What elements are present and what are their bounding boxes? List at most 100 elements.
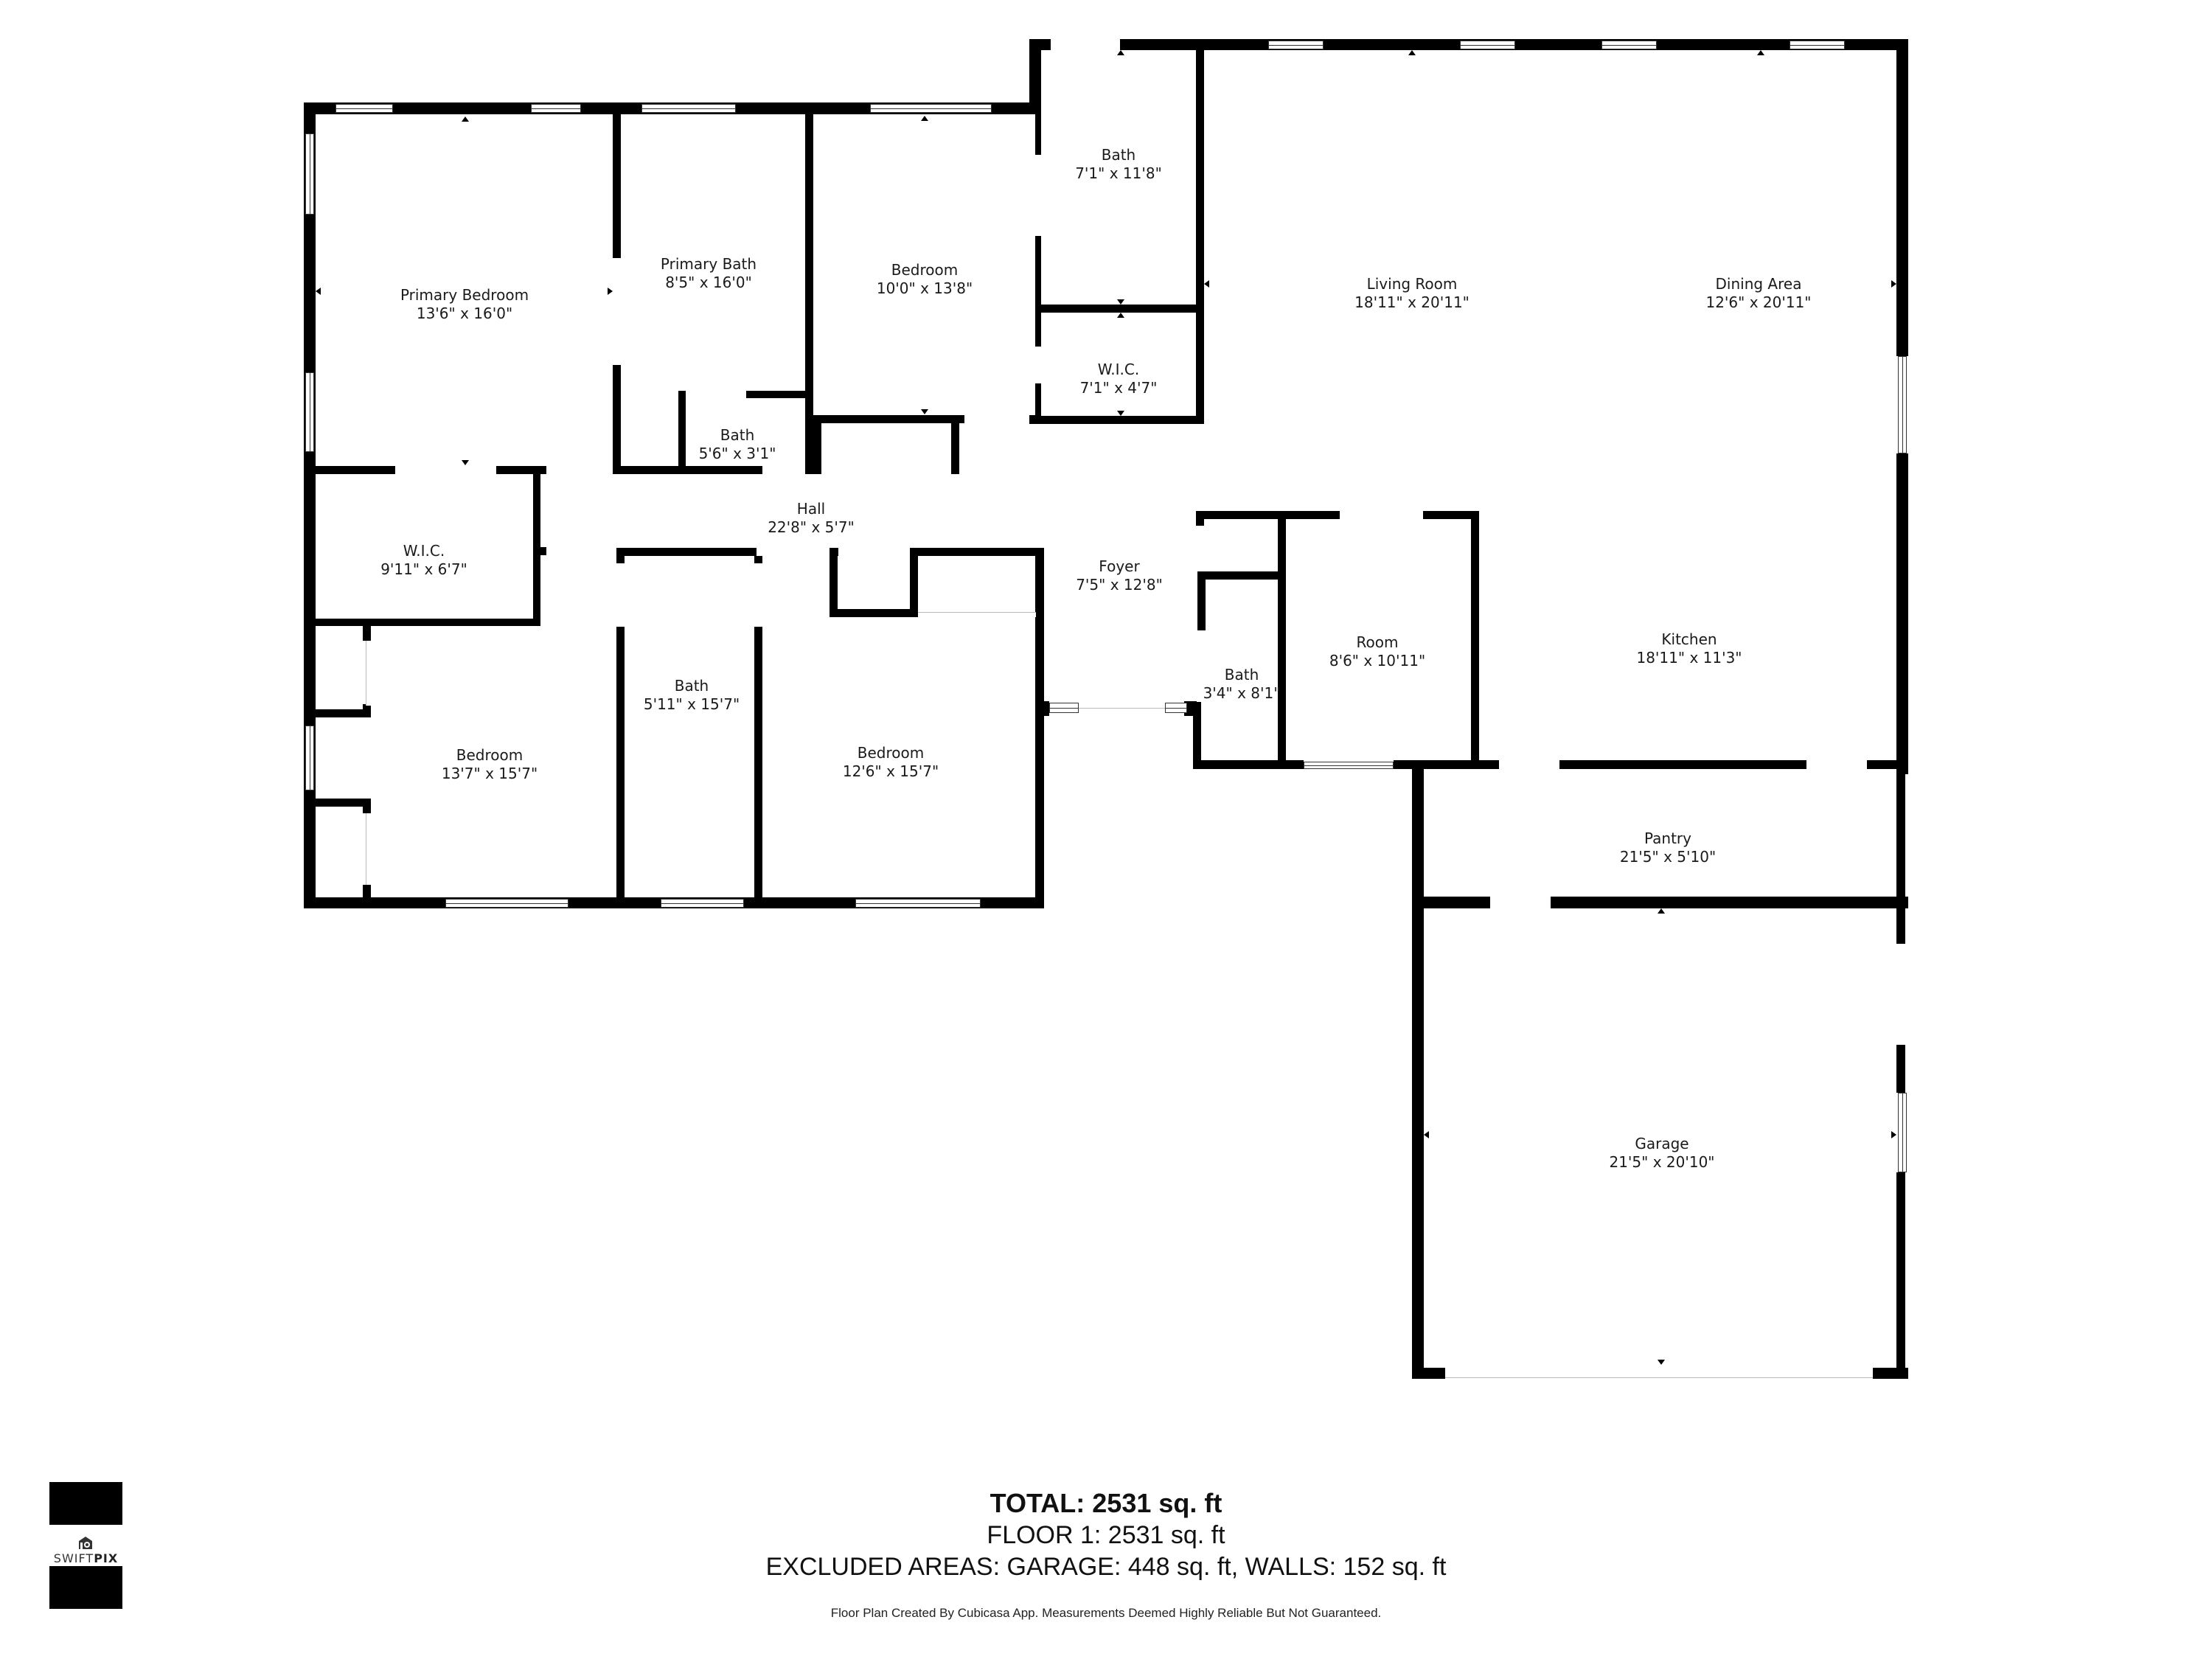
wall bbox=[1412, 897, 1490, 908]
wall bbox=[1035, 383, 1041, 424]
dimension-marker bbox=[1658, 1360, 1665, 1365]
wall bbox=[1471, 511, 1479, 769]
room-name: Living Room bbox=[1366, 275, 1458, 293]
closet-door[interactable] bbox=[366, 641, 371, 706]
room-name: Primary Bath bbox=[660, 255, 757, 273]
window bbox=[855, 899, 981, 908]
room-name: Hall bbox=[796, 500, 826, 518]
wall bbox=[1029, 415, 1041, 424]
wall bbox=[363, 885, 371, 900]
wall bbox=[363, 626, 371, 641]
wall bbox=[1486, 760, 1499, 769]
window bbox=[445, 899, 568, 908]
room-dims: 3'4" x 8'1" bbox=[1203, 684, 1281, 702]
wall bbox=[1412, 760, 1424, 1379]
window bbox=[305, 726, 314, 790]
floor-1-area: FLOOR 1: 2531 sq. ft bbox=[987, 1521, 1225, 1549]
room-dims: 21'5" x 5'10" bbox=[1619, 848, 1717, 866]
logo-block-bottom bbox=[49, 1566, 122, 1609]
closet-door[interactable] bbox=[366, 813, 371, 885]
wall bbox=[951, 415, 959, 474]
room-name: Bath bbox=[720, 426, 755, 444]
wall bbox=[805, 114, 813, 474]
room-name: Dining Area bbox=[1715, 275, 1802, 293]
wall bbox=[813, 415, 821, 474]
room-kitchen: Kitchen 18'11" x 11'3" bbox=[1636, 630, 1742, 667]
window bbox=[1165, 703, 1187, 713]
window bbox=[1790, 41, 1845, 49]
wall bbox=[754, 627, 762, 908]
front-door[interactable] bbox=[1079, 708, 1165, 710]
wall bbox=[678, 391, 684, 397]
room-dims: 18'11" x 11'3" bbox=[1636, 649, 1742, 667]
room-name: Pantry bbox=[1644, 830, 1691, 847]
wall bbox=[1040, 701, 1049, 716]
room-name: Bath bbox=[1101, 146, 1136, 164]
closet-door[interactable] bbox=[918, 612, 1036, 617]
house-camera-icon bbox=[79, 1537, 92, 1549]
wall bbox=[1896, 453, 1908, 774]
garage-door[interactable] bbox=[1445, 1377, 1873, 1380]
wall bbox=[316, 466, 395, 474]
wall bbox=[1559, 760, 1806, 769]
room-dining-area: Dining Area 12'6" x 20'11" bbox=[1705, 275, 1811, 312]
window bbox=[1268, 41, 1324, 49]
room-living-room: Living Room 18'11" x 20'11" bbox=[1354, 275, 1470, 312]
dimension-marker bbox=[462, 116, 469, 122]
disclaimer: Floor Plan Created By Cubicasa App. Meas… bbox=[830, 1606, 1382, 1620]
room-name: Bedroom bbox=[857, 744, 925, 762]
wall bbox=[1035, 305, 1204, 313]
wall bbox=[1029, 39, 1051, 50]
dimension-marker bbox=[1204, 280, 1209, 288]
dimension-marker bbox=[1891, 1131, 1896, 1138]
window bbox=[1601, 41, 1657, 49]
room-name: Garage bbox=[1635, 1135, 1689, 1152]
room-room: Room 8'6" x 10'11" bbox=[1329, 633, 1425, 670]
wall bbox=[616, 627, 625, 908]
wall bbox=[830, 548, 838, 616]
window bbox=[1460, 41, 1515, 49]
dimension-marker bbox=[921, 116, 928, 121]
window bbox=[335, 104, 393, 113]
room-bedroom-upper: Bedroom 10'0" x 13'8" bbox=[877, 261, 973, 298]
dimension-marker bbox=[462, 460, 469, 465]
room-bath-lower: Bath 5'11" x 15'7" bbox=[644, 677, 740, 714]
room-dims: 21'5" x 20'10" bbox=[1609, 1153, 1715, 1171]
wall bbox=[363, 799, 371, 813]
wall bbox=[363, 704, 371, 717]
room-name: Kitchen bbox=[1661, 630, 1717, 648]
room-wic-upper: W.I.C. 7'1" x 4'7" bbox=[1080, 361, 1158, 397]
wall bbox=[1423, 511, 1478, 519]
room-primary-bedroom: Primary Bedroom 13'6" x 16'0" bbox=[400, 286, 529, 323]
dimension-marker bbox=[1408, 50, 1416, 55]
wall bbox=[1896, 39, 1908, 356]
dimension-marker bbox=[608, 288, 613, 295]
dimension-marker bbox=[1658, 908, 1665, 914]
wall bbox=[1197, 571, 1281, 580]
window bbox=[661, 899, 744, 908]
wall bbox=[613, 114, 621, 258]
wall bbox=[316, 619, 540, 626]
room-dims: 8'5" x 16'0" bbox=[665, 274, 752, 291]
dimension-marker bbox=[1117, 299, 1124, 305]
wall bbox=[1278, 514, 1286, 769]
wall bbox=[1193, 760, 1304, 769]
room-foyer: Foyer 7'5" x 12'8" bbox=[1076, 557, 1163, 594]
wall bbox=[1035, 550, 1044, 908]
window bbox=[305, 372, 314, 452]
window bbox=[870, 104, 992, 113]
wall bbox=[1197, 571, 1206, 630]
wall bbox=[1896, 1172, 1905, 1379]
room-dims: 18'11" x 20'11" bbox=[1354, 293, 1470, 311]
wall bbox=[1551, 897, 1908, 908]
wall bbox=[914, 548, 1044, 556]
dimension-marker bbox=[1891, 280, 1896, 288]
wall bbox=[1896, 759, 1905, 944]
room-garage: Garage 21'5" x 20'10" bbox=[1609, 1135, 1714, 1172]
window bbox=[1898, 356, 1907, 453]
wall bbox=[304, 102, 316, 908]
room-dims: 5'11" x 15'7" bbox=[643, 695, 740, 713]
room-bedroom-right: Bedroom 12'6" x 15'7" bbox=[843, 744, 939, 781]
room-dims: 7'5" x 12'8" bbox=[1076, 576, 1163, 594]
room-name: Primary Bedroom bbox=[400, 286, 529, 304]
